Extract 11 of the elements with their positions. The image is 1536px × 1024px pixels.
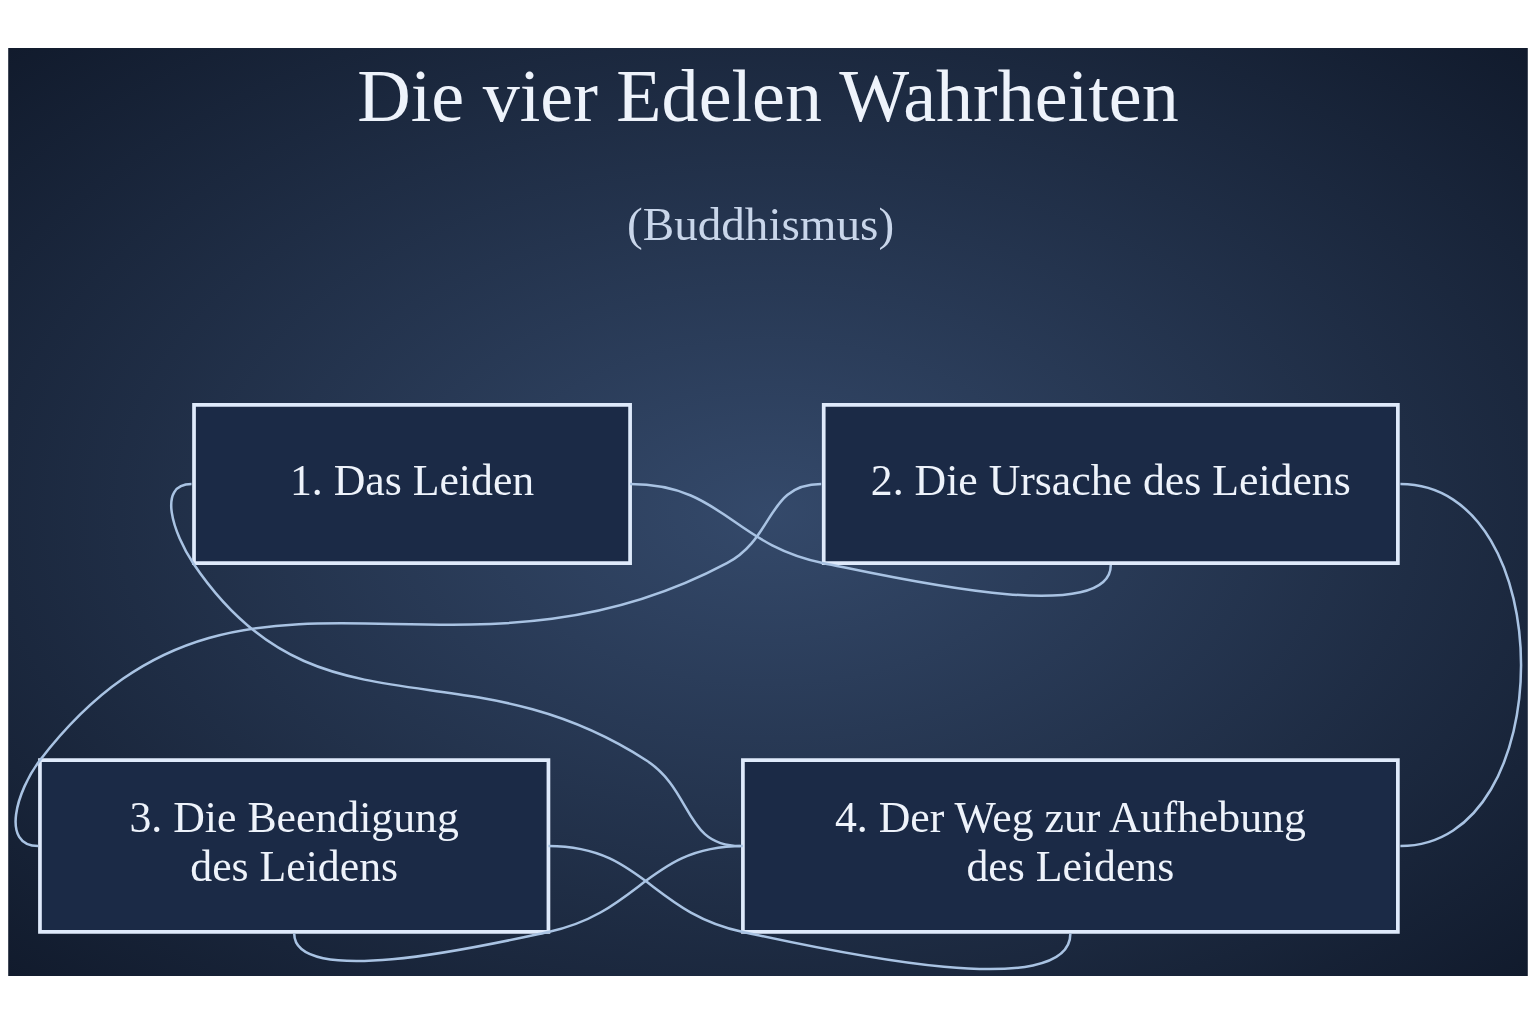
connector	[1400, 482, 1523, 848]
node-box: 3. Die Beendigung des Leidens	[38, 758, 551, 934]
connector	[630, 482, 1112, 597]
node-box: 4. Der Weg zur Aufhebung des Leidens	[741, 758, 1400, 934]
diagram-title: Die vier Edelen Wahrheiten	[357, 54, 1179, 137]
node-box: 1. Das Leiden	[192, 403, 632, 566]
label: (Buddhismus)	[627, 197, 895, 250]
connector	[14, 482, 822, 848]
connector	[293, 844, 743, 963]
node-box: 2. Die Ursache des Leidens	[821, 403, 1400, 566]
connector	[548, 844, 1072, 971]
